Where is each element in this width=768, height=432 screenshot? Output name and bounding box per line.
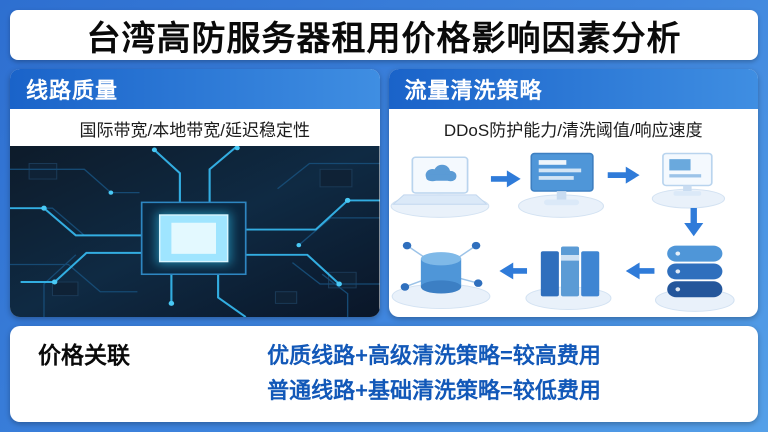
arrow-down-icon (683, 208, 703, 237)
circuit-board-illustration (10, 146, 380, 317)
cloud-laptop-icon (391, 156, 488, 205)
monitor-icon (529, 152, 594, 206)
database-icon (666, 245, 722, 298)
price-formula-high: 优质线路+高级清洗策略=较高费用 (267, 343, 601, 368)
files-icon (540, 246, 599, 297)
tablet-icon (661, 152, 713, 196)
circuit-board-image (10, 146, 380, 317)
factor-cards-row: 线路质量 国际带宽/本地带宽/延迟稳定性 (10, 69, 758, 317)
line-quality-card: 线路质量 国际带宽/本地带宽/延迟稳定性 (10, 69, 380, 317)
page-title: 台湾高防服务器租用价格影响因素分析 (86, 19, 682, 58)
traffic-cleaning-description: DDoS防护能力/清洗阈值/响应速度 (443, 121, 703, 140)
price-formula-low: 普通线路+基础清洗策略=较低费用 (267, 378, 601, 403)
traffic-cleaning-card: 流量清洗策略 DDoS防护能力/清洗阈值/响应速度 (388, 69, 759, 317)
arrow-right-icon (607, 166, 640, 184)
title-bar: 台湾高防服务器租用价格影响因素分析 (10, 10, 758, 60)
line-quality-header: 线路质量 (10, 69, 380, 109)
arrow-left-icon (498, 262, 527, 280)
traffic-cleaning-diagram (389, 146, 759, 317)
ddos-flow-diagram (390, 152, 735, 312)
arrow-right-icon (490, 170, 521, 188)
traffic-cleaning-header: 流量清洗策略 (388, 69, 758, 109)
price-relation-header: 价格关联 (38, 342, 130, 368)
network-database-icon (400, 241, 482, 294)
cpu-chip-icon (140, 201, 247, 276)
price-formulas: 优质线路+高级清洗策略=较高费用 普通线路+基础清洗策略=较低费用 (130, 338, 738, 408)
line-quality-description: 国际带宽/本地带宽/延迟稳定性 (79, 121, 310, 140)
price-relation-card: 价格关联 优质线路+高级清洗策略=较高费用 普通线路+基础清洗策略=较低费用 (10, 326, 758, 422)
arrow-left-icon (625, 262, 654, 280)
